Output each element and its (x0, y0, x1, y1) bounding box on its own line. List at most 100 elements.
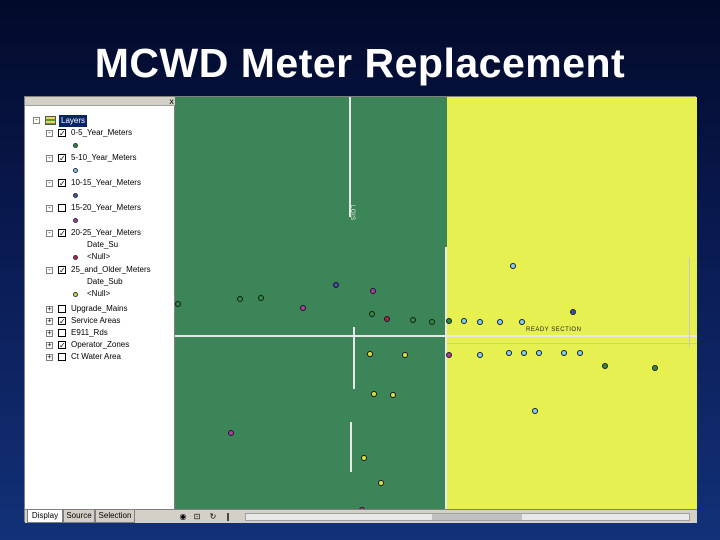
collapse-icon[interactable]: - (46, 129, 53, 137)
layer-20-25-year-meters[interactable]: - ✓ 20-25_Year_Meters (25, 227, 175, 239)
map-status-bar: ◉ ⊡ ↻ ‖ (175, 509, 697, 523)
collapse-icon[interactable]: - (46, 154, 53, 162)
refresh-icon[interactable]: ↻ (209, 512, 217, 521)
scrollbar-thumb[interactable] (432, 514, 522, 520)
meter-point[interactable] (429, 319, 435, 325)
layer-25-and-older-meters[interactable]: - ✓ 25_and_Older_Meters (25, 264, 175, 276)
layer-checkbox[interactable]: ✓ (58, 154, 66, 163)
expand-icon[interactable]: + (46, 305, 53, 313)
layer-null-row: <Null> (25, 251, 175, 263)
null-label: <Null> (87, 289, 111, 298)
data-view-icon[interactable]: ⊡ (193, 512, 201, 521)
meter-point[interactable] (367, 351, 373, 357)
layer-checkbox[interactable]: ✓ (58, 266, 66, 275)
meter-point[interactable] (461, 318, 467, 324)
tab-source[interactable]: Source (63, 510, 95, 523)
arcmap-screenshot: x - Layers - ✓ 0-5_Year_Meters - ✓ (24, 96, 697, 523)
collapse-icon[interactable]: - (46, 179, 53, 187)
pause-icon[interactable]: ‖ (226, 512, 230, 521)
meter-point[interactable] (333, 282, 339, 288)
meter-point[interactable] (359, 507, 365, 509)
meter-point[interactable] (521, 350, 527, 356)
meter-point[interactable] (519, 319, 525, 325)
layer-checkbox[interactable]: ✓ (58, 179, 66, 188)
meter-point[interactable] (536, 350, 542, 356)
tab-selection[interactable]: Selection (95, 510, 135, 523)
meter-point[interactable] (532, 408, 538, 414)
field-label: Date_Su (87, 240, 119, 249)
meter-point[interactable] (506, 350, 512, 356)
layer-checkbox[interactable] (58, 329, 66, 337)
point-symbol-icon (73, 218, 78, 223)
layer-field-row: Date_Sub (25, 276, 175, 288)
layer-checkbox[interactable]: ✓ (58, 317, 66, 326)
meter-point[interactable] (497, 319, 503, 325)
layers-root[interactable]: - Layers (25, 115, 175, 127)
point-symbol-icon (73, 143, 78, 148)
layers-icon (45, 116, 56, 125)
expand-icon[interactable]: + (46, 329, 53, 337)
meter-point[interactable] (237, 296, 243, 302)
layer-15-20-year-meters[interactable]: - 15-20_Year_Meters (25, 202, 175, 214)
null-label: <Null> (87, 252, 111, 261)
layer-checkbox[interactable]: ✓ (58, 341, 66, 350)
meter-point[interactable] (370, 288, 376, 294)
layer-checkbox[interactable]: ✓ (58, 129, 66, 138)
tab-display[interactable]: Display (27, 510, 63, 523)
expand-icon[interactable]: + (46, 317, 53, 325)
layer-checkbox[interactable] (58, 353, 66, 361)
expand-icon[interactable]: + (46, 353, 53, 361)
layer-label: 20-25_Year_Meters (71, 228, 141, 237)
layer-5-10-year-meters[interactable]: - ✓ 5-10_Year_Meters (25, 152, 175, 164)
layout-view-icon[interactable]: ◉ (179, 512, 187, 521)
point-symbol-icon (73, 168, 78, 173)
meter-point[interactable] (477, 352, 483, 358)
layer-10-15-year-meters[interactable]: - ✓ 10-15_Year_Meters (25, 177, 175, 189)
map-view[interactable]: LOIS READY SECTION (175, 97, 697, 509)
meter-point[interactable] (446, 352, 452, 358)
expand-icon[interactable]: + (46, 341, 53, 349)
layer-ct-water-area[interactable]: + Ct Water Area (25, 351, 175, 363)
layer-field-row: Date_Su (25, 239, 175, 251)
service-zone-yellow (447, 97, 697, 509)
meter-point[interactable] (652, 365, 658, 371)
meter-point[interactable] (390, 392, 396, 398)
collapse-icon[interactable]: - (46, 266, 53, 274)
meter-point[interactable] (175, 301, 181, 307)
meter-point[interactable] (369, 311, 375, 317)
meter-point[interactable] (371, 391, 377, 397)
layer-service-areas[interactable]: + ✓ Service Areas (25, 315, 175, 327)
layer-checkbox[interactable]: ✓ (58, 229, 66, 238)
layer-checkbox[interactable] (58, 305, 66, 313)
road (689, 257, 690, 347)
meter-point[interactable] (577, 350, 583, 356)
meter-point[interactable] (602, 363, 608, 369)
close-icon[interactable]: x (169, 97, 174, 106)
meter-point[interactable] (570, 309, 576, 315)
collapse-icon[interactable]: - (46, 204, 53, 212)
layer-label: E911_Rds (71, 328, 108, 337)
meter-point[interactable] (361, 455, 367, 461)
layer-0-5-year-meters[interactable]: - ✓ 0-5_Year_Meters (25, 127, 175, 139)
meter-point[interactable] (402, 352, 408, 358)
meter-point[interactable] (477, 319, 483, 325)
meter-point[interactable] (384, 316, 390, 322)
meter-point[interactable] (410, 317, 416, 323)
meter-point[interactable] (300, 305, 306, 311)
layer-label: 10-15_Year_Meters (71, 178, 141, 187)
meter-point[interactable] (561, 350, 567, 356)
meter-point[interactable] (228, 430, 234, 436)
meter-point[interactable] (510, 263, 516, 269)
layer-checkbox[interactable] (58, 204, 66, 212)
layer-label: 15-20_Year_Meters (71, 203, 141, 212)
layer-e911-rds[interactable]: + E911_Rds (25, 327, 175, 339)
layer-operator-zones[interactable]: + ✓ Operator_Zones (25, 339, 175, 351)
collapse-icon[interactable]: - (46, 229, 53, 237)
horizontal-scrollbar[interactable] (245, 513, 690, 521)
meter-point[interactable] (258, 295, 264, 301)
meter-point[interactable] (378, 480, 384, 486)
road (349, 97, 351, 217)
layer-upgrade-mains[interactable]: + Upgrade_Mains (25, 303, 175, 315)
collapse-icon[interactable]: - (33, 116, 40, 124)
meter-point[interactable] (446, 318, 452, 324)
